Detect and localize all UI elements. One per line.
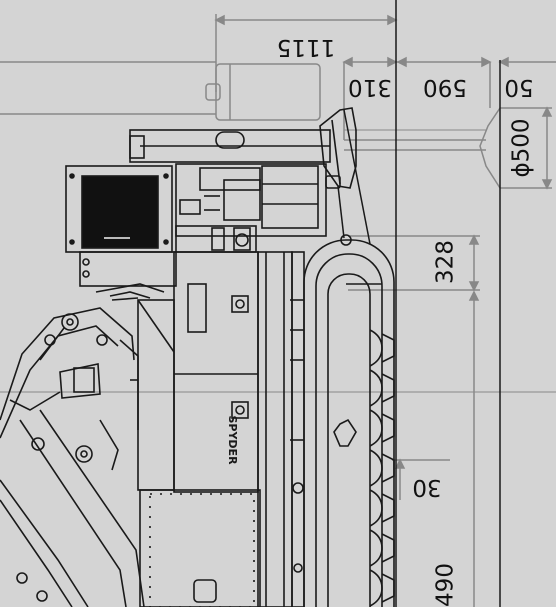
dimension-labels: 1115 310 590 50 ϕ500 328 30 490 — [277, 34, 535, 607]
dim-diameter-500: ϕ500 — [509, 118, 535, 177]
track-cleat — [369, 489, 383, 527]
dim-490: 490 — [433, 563, 459, 607]
track-cleat — [381, 453, 395, 483]
track-cleats — [369, 329, 395, 607]
track-cleat — [369, 329, 383, 367]
track-cleat — [369, 409, 383, 447]
track-cleat — [381, 413, 395, 443]
track-cleat — [369, 569, 383, 607]
hoist-cable — [337, 109, 371, 245]
track-cleat — [369, 449, 383, 487]
dim-328: 328 — [433, 240, 459, 284]
outrigger-arms — [0, 283, 165, 607]
reference-lines — [395, 0, 501, 607]
crawler-track — [290, 234, 395, 607]
stowed-hook-outline — [205, 63, 321, 121]
track-cleat — [381, 573, 395, 603]
track-cleat — [381, 493, 395, 523]
track-cleat — [369, 369, 383, 407]
machine-marking: SPYDER — [226, 415, 239, 465]
dim-1115: 1115 — [277, 34, 336, 60]
track-cleat — [381, 373, 395, 403]
machine-body — [65, 107, 357, 607]
dim-50: 50 — [504, 74, 533, 100]
track-cleat — [381, 333, 395, 363]
track-cleat — [381, 533, 395, 563]
dimension-lines — [0, 14, 556, 607]
track-cleat — [369, 529, 383, 567]
dim-30: 30 — [412, 474, 441, 500]
dim-310: 310 — [348, 74, 392, 100]
dim-590: 590 — [423, 74, 467, 100]
